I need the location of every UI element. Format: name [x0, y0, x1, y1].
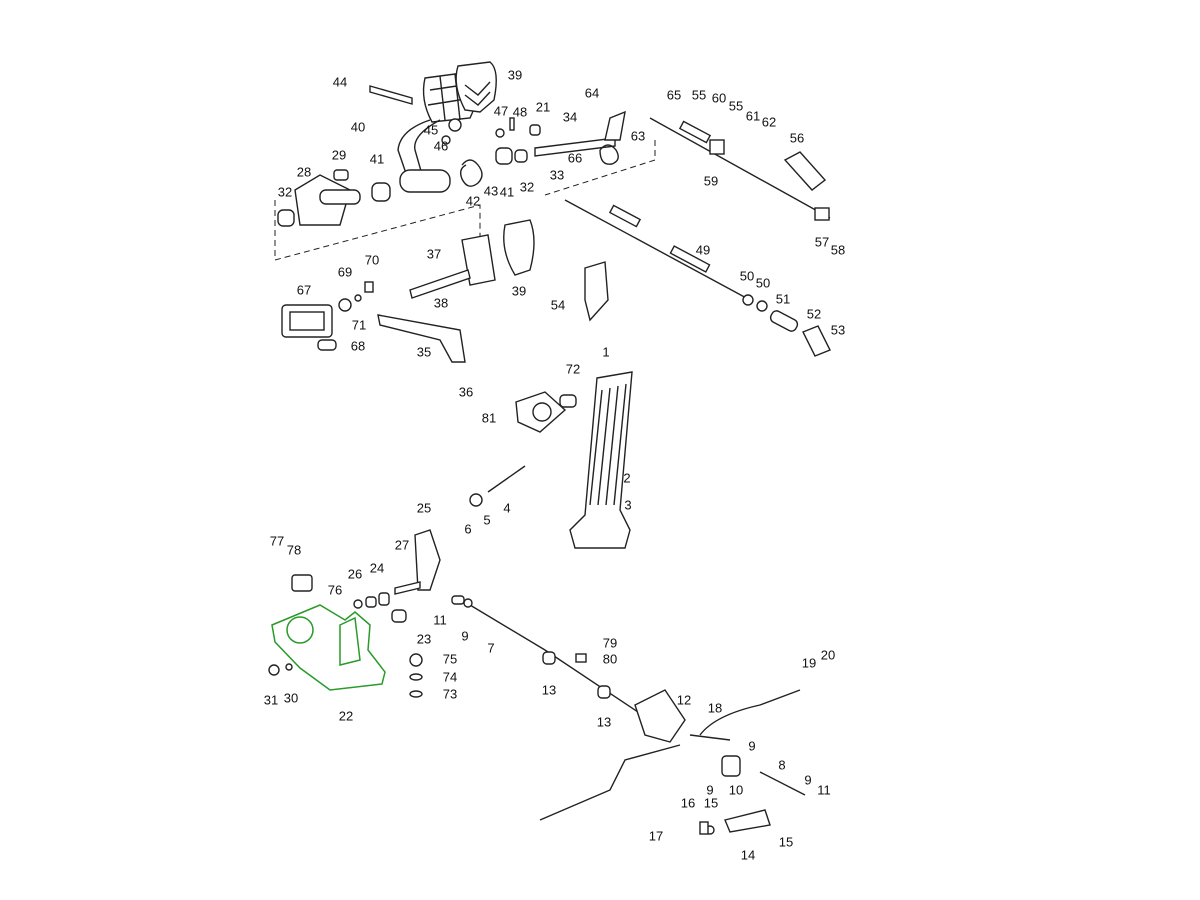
- part-label: 13: [541, 682, 557, 698]
- part-label: 81: [481, 410, 497, 426]
- part-label: 56: [789, 130, 805, 146]
- part-label: 43: [483, 183, 499, 199]
- accelerator-pedal: [469, 371, 633, 549]
- part-label: 76: [327, 582, 343, 598]
- part-label: 55: [728, 98, 744, 114]
- part-label: 11: [433, 612, 447, 628]
- part-label: 38: [433, 295, 449, 311]
- part-label: 9: [461, 628, 469, 644]
- part-label: 5: [483, 512, 491, 528]
- part-label: 25: [416, 500, 432, 516]
- part-label: 41: [369, 151, 385, 167]
- part-label: 32: [519, 179, 535, 195]
- part-label: 9: [804, 772, 812, 788]
- part-label: 21: [535, 99, 551, 115]
- part-label: 19: [801, 655, 817, 671]
- part-label: 11: [817, 782, 831, 798]
- part-label: 57: [814, 234, 830, 250]
- part-label: 60: [711, 90, 727, 106]
- part-label: 22: [338, 708, 354, 724]
- part-label: 67: [296, 282, 312, 298]
- pedal-bracket-highlighted: [268, 604, 386, 691]
- part-label: 71: [351, 317, 367, 333]
- part-label: 4: [503, 500, 511, 516]
- part-label: 26: [347, 566, 363, 582]
- part-label: 7: [487, 640, 495, 656]
- part-label: 72: [565, 361, 581, 377]
- part-label: 14: [740, 847, 756, 863]
- part-label: 39: [507, 67, 523, 83]
- part-label: 74: [442, 669, 458, 685]
- part-label: 50: [739, 268, 755, 284]
- cable-assembly: [564, 117, 831, 357]
- part-label: 41: [499, 184, 515, 200]
- part-label: 16: [680, 795, 696, 811]
- part-label: 66: [567, 150, 583, 166]
- part-label: 55: [691, 87, 707, 103]
- part-label: 68: [350, 338, 366, 354]
- part-label: 36: [458, 384, 474, 400]
- part-label: 1: [602, 344, 610, 360]
- part-label: 39: [511, 283, 527, 299]
- part-label: 9: [748, 738, 756, 754]
- part-label: 54: [550, 297, 566, 313]
- part-label: 12: [676, 692, 692, 708]
- part-label: 9: [706, 782, 714, 798]
- part-label: 64: [584, 85, 600, 101]
- part-label: 73: [442, 686, 458, 702]
- part-label: 35: [416, 344, 432, 360]
- part-label: 10: [728, 782, 744, 798]
- part-label: 3: [624, 497, 632, 513]
- part-label: 46: [433, 138, 449, 154]
- part-label: 32: [277, 184, 293, 200]
- part-label: 47: [493, 103, 509, 119]
- part-label: 59: [703, 173, 719, 189]
- part-label: 61: [745, 108, 761, 124]
- part-label: 27: [394, 537, 410, 553]
- part-label: 20: [820, 647, 836, 663]
- part-label: 69: [337, 264, 353, 280]
- part-label: 33: [549, 167, 565, 183]
- part-label: 23: [416, 631, 432, 647]
- part-label: 13: [596, 714, 612, 730]
- brake-pedal-assembly: [281, 219, 535, 363]
- part-label: 40: [350, 119, 366, 135]
- part-label: 15: [703, 795, 719, 811]
- part-label: 79: [602, 635, 618, 651]
- part-label: 45: [423, 122, 439, 138]
- part-label: 37: [426, 246, 442, 262]
- part-label: 2: [623, 470, 631, 486]
- part-label: 53: [830, 322, 846, 338]
- part-label: 8: [778, 757, 786, 773]
- part-label: 15: [778, 834, 794, 850]
- part-label: 42: [465, 193, 481, 209]
- lower-linkage: [291, 529, 806, 835]
- part-label: 62: [761, 114, 777, 130]
- part-label: 17: [648, 828, 664, 844]
- part-label: 52: [806, 306, 822, 322]
- part-label: 65: [666, 87, 682, 103]
- clutch-pedal-assembly: [274, 61, 656, 261]
- part-label: 6: [464, 521, 472, 537]
- part-label: 77: [269, 533, 285, 549]
- part-label: 29: [331, 147, 347, 163]
- part-label: 80: [602, 651, 618, 667]
- part-label: 48: [512, 104, 528, 120]
- part-label: 30: [283, 690, 299, 706]
- part-label: 44: [332, 74, 348, 90]
- part-label: 50: [755, 275, 771, 291]
- part-label: 24: [369, 560, 385, 576]
- part-label: 18: [707, 700, 723, 716]
- part-label: 51: [775, 291, 791, 307]
- part-label: 28: [296, 164, 312, 180]
- part-label: 75: [442, 651, 458, 667]
- part-label: 63: [630, 128, 646, 144]
- part-label: 70: [364, 252, 380, 268]
- part-label: 58: [830, 242, 846, 258]
- part-label: 34: [562, 109, 578, 125]
- part-label: 78: [286, 542, 302, 558]
- part-label: 49: [695, 242, 711, 258]
- part-label: 31: [263, 692, 279, 708]
